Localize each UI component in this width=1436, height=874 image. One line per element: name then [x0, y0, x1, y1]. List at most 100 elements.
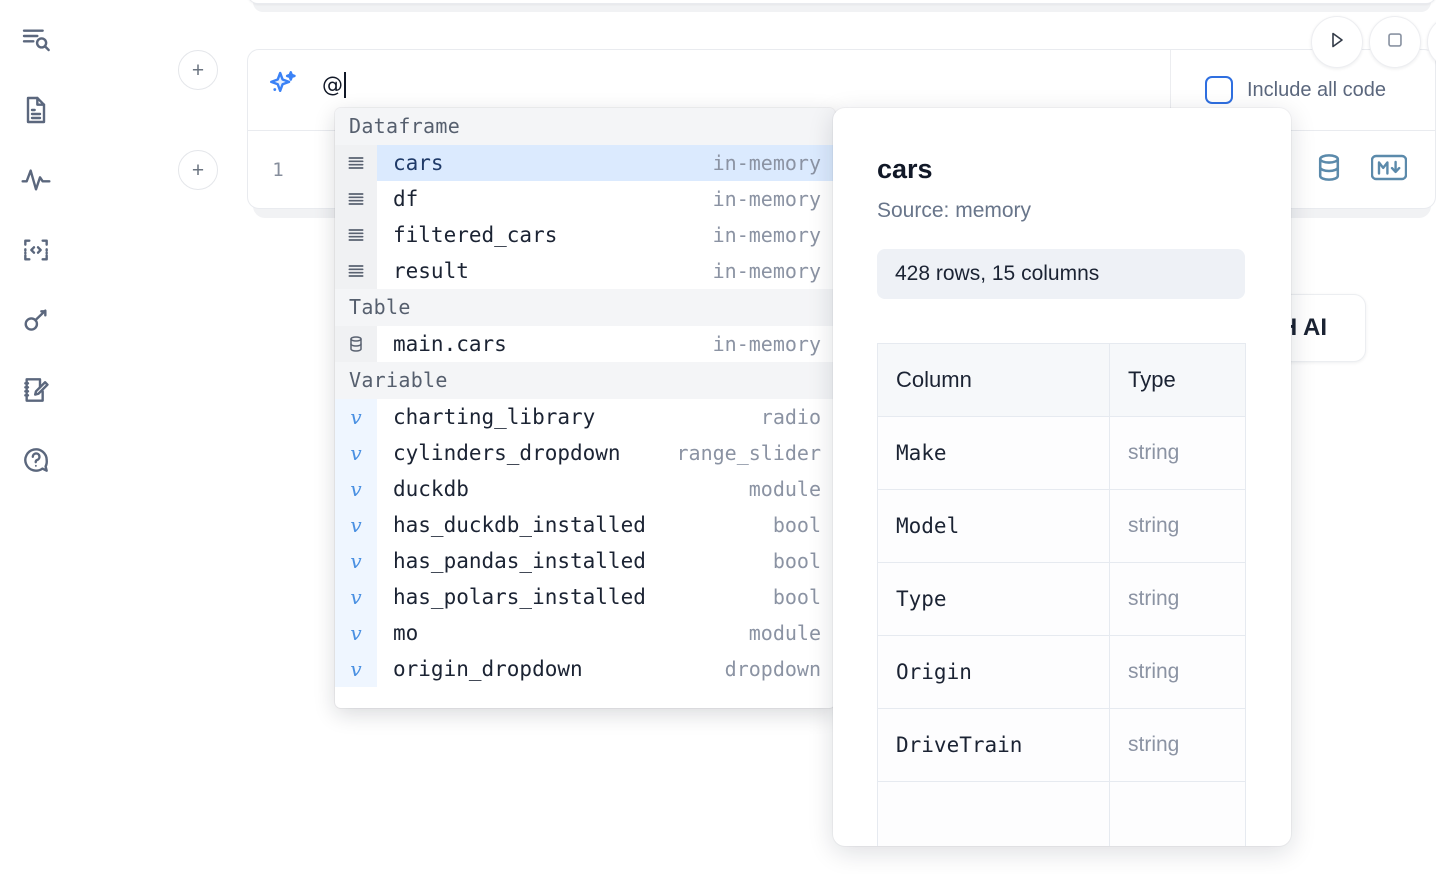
- cell-column-type: string: [1109, 489, 1246, 563]
- table-row: [877, 781, 1246, 846]
- variable-icon: v: [335, 471, 377, 507]
- autocomplete-item-type: dropdown: [724, 657, 821, 681]
- play-triangle-icon: [1325, 28, 1349, 57]
- cell-column-type: [1109, 781, 1246, 846]
- dataframe-preview-panel: cars Source: memory 428 rows, 15 columns…: [833, 108, 1291, 846]
- cell-column-name: Origin: [877, 635, 1110, 709]
- autocomplete-item-name: cars: [393, 151, 444, 175]
- autocomplete-item-type: in-memory: [712, 187, 821, 211]
- variable-icon: v: [335, 651, 377, 687]
- document-icon: [20, 94, 52, 126]
- autocomplete-item-name: has_polars_installed: [393, 585, 646, 609]
- cell-column-name: Make: [877, 416, 1110, 490]
- ai-prompt-value: @: [322, 73, 344, 97]
- database-icon[interactable]: [1313, 151, 1345, 188]
- stop-square-icon: [1384, 29, 1406, 56]
- column-header-type: Type: [1109, 343, 1246, 417]
- preview-title: cars: [877, 154, 933, 184]
- sidebar-item-secrets[interactable]: [14, 298, 58, 342]
- autocomplete-item-name: df: [393, 187, 419, 211]
- list-lines-icon: [335, 217, 377, 253]
- variable-icon: v: [335, 507, 377, 543]
- include-all-code-checkbox[interactable]: [1205, 76, 1233, 104]
- cell-column-type: string: [1109, 416, 1246, 490]
- autocomplete-group-header: Dataframe: [335, 108, 835, 145]
- table-header-row: Column Type: [877, 343, 1246, 417]
- sidebar-item-files[interactable]: [14, 88, 58, 132]
- autocomplete-item-name: main.cars: [393, 332, 507, 356]
- include-all-code-row[interactable]: Include all code: [1172, 50, 1436, 130]
- autocomplete-group-header: Variable: [335, 362, 835, 399]
- stop-cell-button[interactable]: [1369, 16, 1421, 68]
- autocomplete-item-type: bool: [772, 513, 821, 537]
- plus-icon: +: [191, 158, 205, 182]
- ai-prompt-input[interactable]: @: [322, 72, 347, 98]
- autocomplete-item-type: module: [748, 477, 821, 501]
- sidebar-item-scratchpad[interactable]: [14, 368, 58, 412]
- line-number: 1: [272, 158, 284, 181]
- sidebar-item-activity[interactable]: [14, 158, 58, 202]
- autocomplete-item-name: cylinders_dropdown: [393, 441, 621, 465]
- column-header-column: Column: [877, 343, 1110, 417]
- autocomplete-item[interactable]: v has_pandas_installed bool: [335, 543, 835, 579]
- cell-column-name: Type: [877, 562, 1110, 636]
- sparkles-icon: [266, 68, 300, 102]
- autocomplete-item-type: in-memory: [712, 223, 821, 247]
- autocomplete-item-name: has_pandas_installed: [393, 549, 646, 573]
- code-snippet-icon: [20, 234, 52, 266]
- preview-shape-badge: 428 rows, 15 columns: [877, 249, 1245, 299]
- autocomplete-item-type: bool: [772, 585, 821, 609]
- database-icon: [335, 326, 377, 362]
- autocomplete-group-header: Table: [335, 289, 835, 326]
- autocomplete-item[interactable]: cars in-memory: [335, 145, 835, 181]
- sidebar-item-explore[interactable]: [14, 18, 58, 62]
- variable-icon: v: [335, 579, 377, 615]
- autocomplete-item[interactable]: v origin_dropdown dropdown: [335, 651, 835, 687]
- autocomplete-item-name: charting_library: [393, 405, 596, 429]
- add-cell-button-bottom[interactable]: +: [178, 150, 218, 190]
- autocomplete-item[interactable]: main.cars in-memory: [335, 326, 835, 362]
- autocomplete-item[interactable]: v has_polars_installed bool: [335, 579, 835, 615]
- sidebar-item-snippets[interactable]: [14, 228, 58, 272]
- autocomplete-item-name: origin_dropdown: [393, 657, 583, 681]
- autocomplete-item-name: result: [393, 259, 469, 283]
- autocomplete-item-type: in-memory: [712, 332, 821, 356]
- include-all-code-label: Include all code: [1247, 78, 1386, 101]
- sidebar-item-help[interactable]: [14, 438, 58, 482]
- autocomplete-item-name: duckdb: [393, 477, 469, 501]
- run-cell-button[interactable]: [1311, 16, 1363, 68]
- key-icon: [20, 304, 52, 336]
- markdown-icon[interactable]: [1370, 154, 1408, 185]
- variable-icon: v: [335, 399, 377, 435]
- cell-column-type: string: [1109, 562, 1246, 636]
- add-cell-button-top[interactable]: +: [178, 50, 218, 90]
- variable-icon: v: [335, 435, 377, 471]
- cell-column-type: string: [1109, 708, 1246, 782]
- scratchpad-edit-icon: [20, 374, 52, 406]
- autocomplete-item[interactable]: df in-memory: [335, 181, 835, 217]
- variable-icon: v: [335, 543, 377, 579]
- cell-above-shadow: [253, 2, 1431, 12]
- autocomplete-item-type: bool: [772, 549, 821, 573]
- ai-prompt-input-area[interactable]: @: [248, 50, 1171, 130]
- autocomplete-item-type: in-memory: [712, 151, 821, 175]
- list-lines-icon: [335, 253, 377, 289]
- cell-column-name: DriveTrain: [877, 708, 1110, 782]
- cell-action-bar: [1313, 151, 1408, 188]
- cell-column-name: [877, 781, 1110, 846]
- preview-source: Source: memory: [877, 199, 1032, 222]
- autocomplete-item-name: mo: [393, 621, 419, 645]
